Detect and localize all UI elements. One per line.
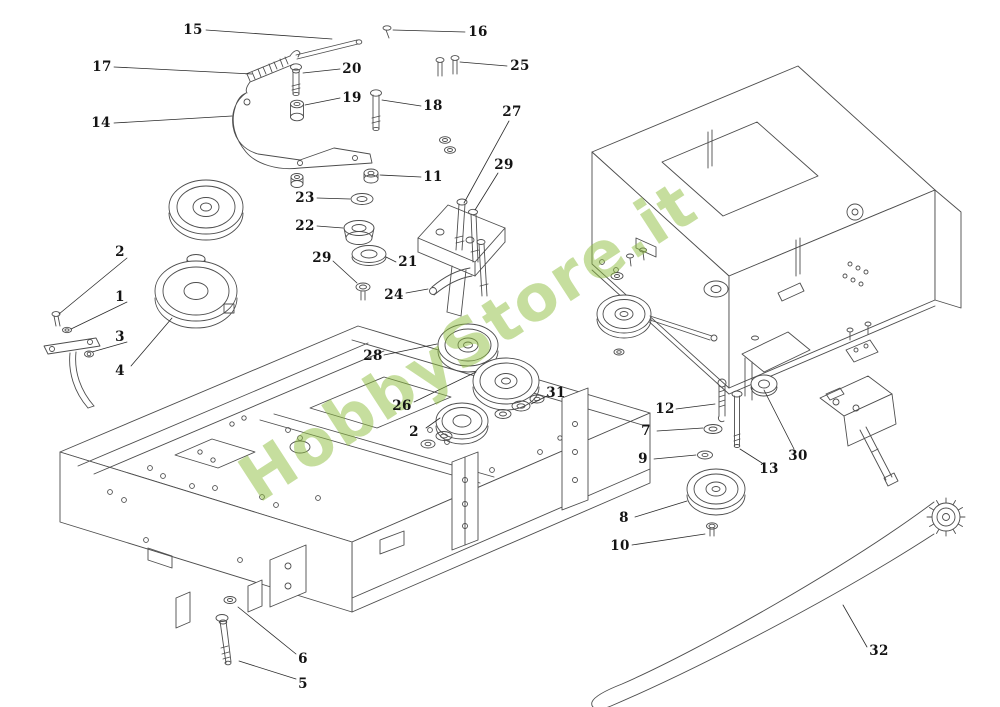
callout-14: 14: [91, 115, 111, 131]
callout-29b: 29: [312, 250, 332, 266]
callout-2a: 2: [115, 244, 125, 260]
callout-29a: 29: [494, 157, 514, 173]
callout-31: 31: [546, 385, 566, 401]
art-tension-linkage: [686, 378, 746, 537]
callout-5: 5: [298, 676, 308, 692]
callout-4: 4: [115, 363, 125, 379]
callout-22: 22: [295, 218, 315, 234]
callout-30: 30: [788, 448, 808, 464]
callout-10: 10: [610, 538, 630, 554]
callout-25: 25: [510, 58, 530, 74]
art-control-linkage: [232, 25, 460, 188]
art-idler-pulleys: [420, 323, 545, 449]
art-mount-bolt: [215, 596, 237, 666]
callout-8: 8: [619, 510, 629, 526]
callout-16: 16: [468, 24, 488, 40]
callout-12: 12: [655, 401, 675, 417]
callout-32: 32: [869, 643, 889, 659]
art-deck-pulley: [596, 247, 718, 356]
art-transaxle: [741, 321, 899, 487]
callout-7: 7: [641, 423, 651, 439]
callout-24: 24: [384, 287, 404, 303]
art-support-channels: [451, 387, 589, 551]
callout-17: 17: [92, 59, 112, 75]
callout-13: 13: [759, 461, 779, 477]
callout-3: 3: [115, 329, 125, 345]
art-clutch-assembly: [154, 179, 244, 329]
callout-28: 28: [363, 348, 383, 364]
art-left-bracket: [43, 311, 101, 409]
leader-lines: [58, 29, 868, 680]
callout-20: 20: [342, 61, 362, 77]
callout-6: 6: [298, 651, 308, 667]
art-hardware-stack: [343, 168, 387, 301]
callout-2b: 2: [409, 424, 419, 440]
callout-11: 11: [423, 169, 443, 185]
callout-15: 15: [183, 22, 203, 38]
callout-18: 18: [423, 98, 443, 114]
art-drive-belt: [591, 497, 966, 707]
callout-19: 19: [342, 90, 362, 106]
callout-1: 1: [115, 289, 125, 305]
art-idler-bracket: [417, 198, 506, 317]
callout-21: 21: [398, 254, 418, 270]
callout-26: 26: [392, 398, 412, 414]
callout-27: 27: [502, 104, 522, 120]
callout-9: 9: [638, 451, 648, 467]
callout-23: 23: [295, 190, 315, 206]
